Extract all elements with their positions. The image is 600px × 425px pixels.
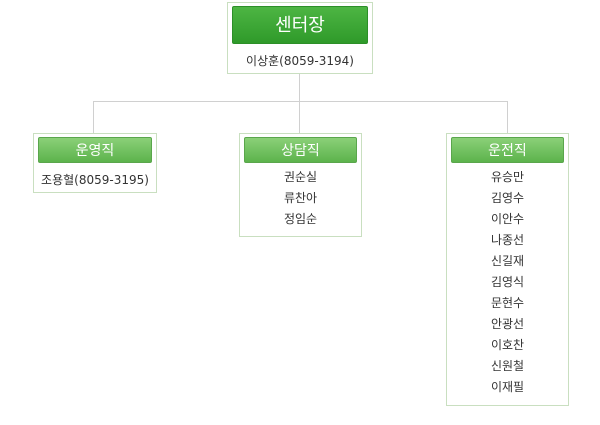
- member-name: 류찬아: [283, 191, 318, 205]
- dept-node-counseling: 상담직 권순실 류찬아 정임순: [239, 133, 362, 237]
- head-title: 센터장: [232, 6, 368, 44]
- member-name: 이안수: [490, 212, 525, 226]
- member-name: 조용혈(8059-3195): [41, 173, 149, 187]
- head-name: 이상훈(8059-3194): [246, 54, 354, 68]
- member-name: 나종선: [490, 233, 525, 247]
- member-list: 유승만 김영수 이안수 나종선 신길재 김영식 문현수 안광선 이호찬 신원철 …: [447, 167, 568, 398]
- member-name: 권순실: [283, 170, 318, 184]
- dept-title: 상담직: [244, 137, 357, 163]
- member-name: 이호찬: [490, 338, 525, 352]
- member-name: 이재필: [490, 380, 525, 394]
- member-name: 문현수: [490, 296, 525, 310]
- member-list: 조용혈(8059-3195): [34, 170, 156, 191]
- member-name: 유승만: [490, 170, 525, 184]
- dept-node-operations: 운영직 조용혈(8059-3195): [33, 133, 157, 193]
- member-name: 정임순: [283, 212, 318, 226]
- member-name: 신원철: [490, 359, 525, 373]
- connector-dept-1: [93, 101, 94, 134]
- head-node: 센터장 이상훈(8059-3194): [227, 2, 373, 74]
- member-list: 권순실 류찬아 정임순: [240, 167, 361, 230]
- member-name: 안광선: [490, 317, 525, 331]
- member-name: 김영식: [490, 275, 525, 289]
- connector-horizontal: [93, 101, 507, 102]
- connector-dept-2: [299, 101, 300, 134]
- dept-title: 운영직: [38, 137, 152, 163]
- connector-head-trunk: [299, 74, 300, 102]
- connector-dept-3: [507, 101, 508, 134]
- member-name: 김영수: [490, 191, 525, 205]
- member-name: 신길재: [490, 254, 525, 268]
- dept-title: 운전직: [451, 137, 564, 163]
- dept-node-drivers: 운전직 유승만 김영수 이안수 나종선 신길재 김영식 문현수 안광선 이호찬 …: [446, 133, 569, 406]
